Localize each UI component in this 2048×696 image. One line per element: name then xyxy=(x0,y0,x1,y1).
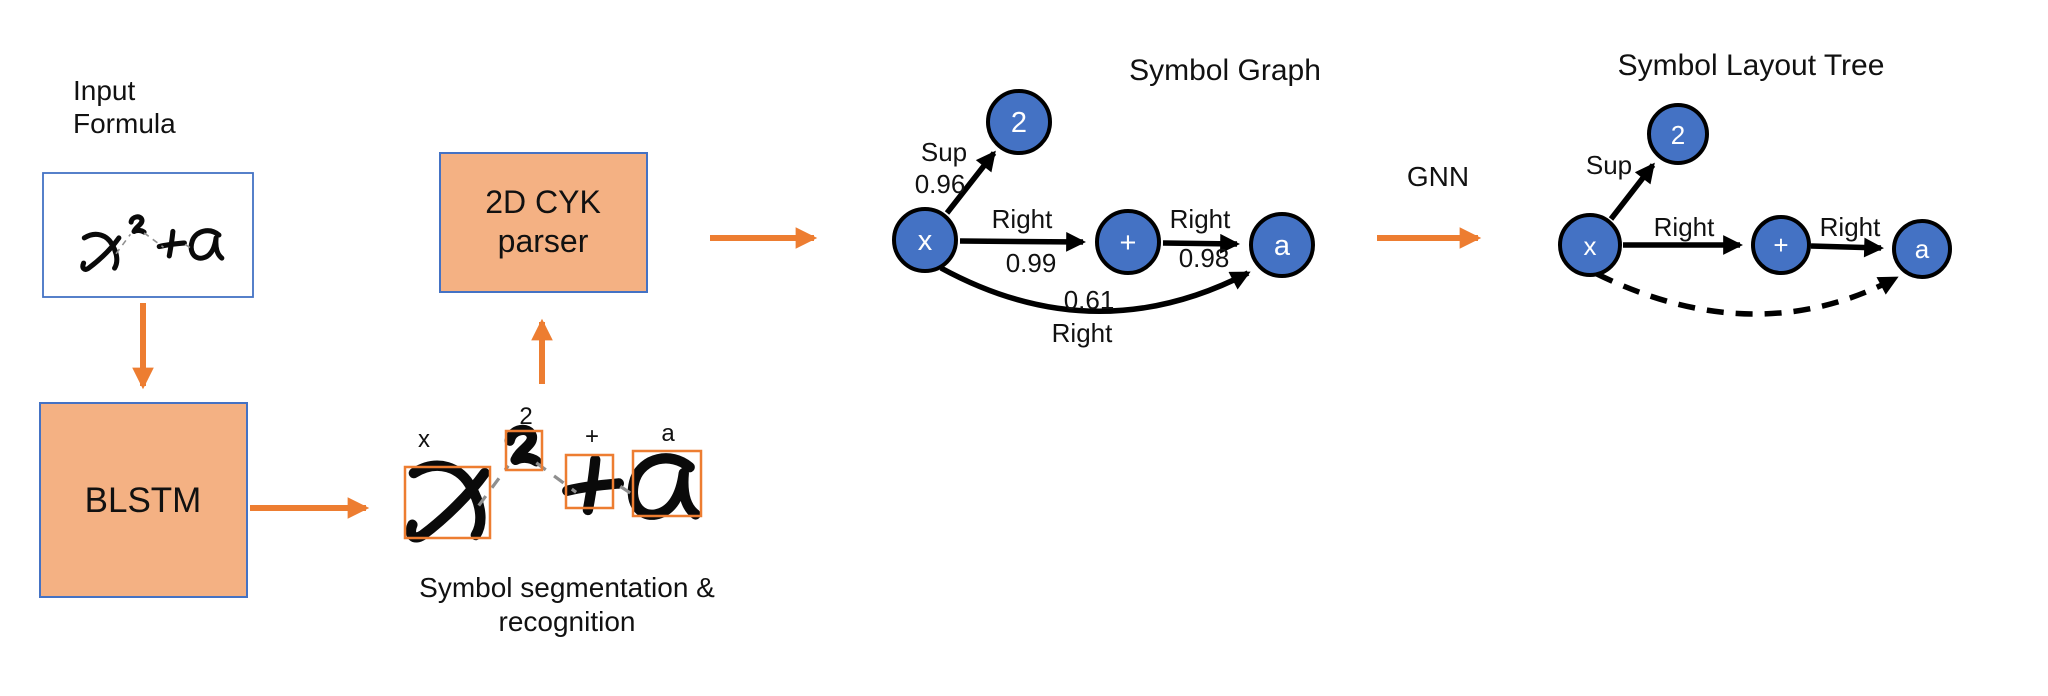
graph-label-right-1: Right xyxy=(992,204,1053,234)
symbol-graph: Symbol Graph Sup 0.96 Right 0.99 Right 0… xyxy=(892,54,1321,348)
graph-edge-x-to-2 xyxy=(944,150,997,215)
tree-node-plus xyxy=(1751,215,1811,275)
graph-node-a-label: a xyxy=(1274,230,1291,262)
tree-label-right-2: Right xyxy=(1820,212,1881,242)
segmentation-figure: x 2 + a xyxy=(403,403,703,540)
segmentation-caption-line2: recognition xyxy=(499,606,636,637)
tree-label-sup: Sup xyxy=(1586,150,1632,180)
graph-node-plus xyxy=(1095,209,1161,275)
tree-edge-x-to-2 xyxy=(1608,162,1656,221)
cyk-parser-label-line2: parser xyxy=(498,223,589,259)
tree-node-2 xyxy=(1647,103,1709,165)
tree-node-x xyxy=(1558,213,1622,277)
graph-node-x xyxy=(892,207,958,273)
tree-edge-x-to-a-dashed xyxy=(1595,271,1899,317)
gnn-label: GNN xyxy=(1407,161,1469,192)
cyk-parser-label-line1: 2D CYK xyxy=(485,184,601,220)
graph-node-plus-label: + xyxy=(1120,227,1137,259)
cyk-parser-box xyxy=(439,152,648,293)
blstm-box xyxy=(39,402,248,598)
graph-score-right-2: 0.98 xyxy=(1179,243,1230,273)
tree-label-right-1: Right xyxy=(1654,212,1715,242)
symbol-layout-tree-title: Symbol Layout Tree xyxy=(1618,49,1885,82)
tree-node-a xyxy=(1892,219,1952,279)
graph-score-right-1: 0.99 xyxy=(1006,248,1057,278)
graph-label-right-3: Right xyxy=(1052,318,1113,348)
tree-node-plus-label: + xyxy=(1773,230,1788,260)
tree-node-2-label: 2 xyxy=(1671,120,1685,150)
graph-edge-x-to-plus xyxy=(959,231,1086,252)
graph-edge-plus-to-a xyxy=(1162,233,1240,254)
segment-box-x xyxy=(403,465,492,540)
segment-box-2 xyxy=(504,429,544,472)
graph-node-2-label: 2 xyxy=(1011,107,1027,139)
input-title-line2: Formula xyxy=(73,108,176,139)
graph-edge-x-to-a-curved xyxy=(939,265,1251,315)
segment-label-plus: + xyxy=(585,423,599,450)
segment-label-a: a xyxy=(661,420,675,447)
symbol-layout-tree: Symbol Layout Tree Sup Right Right x 2 +… xyxy=(1558,49,1952,317)
segmented-handwriting-image xyxy=(411,430,696,537)
symbol-graph-title: Symbol Graph xyxy=(1129,54,1321,87)
segment-label-2: 2 xyxy=(519,403,532,430)
tree-node-x-label: x xyxy=(1584,231,1597,261)
segment-box-a xyxy=(631,449,703,518)
segment-box-plus xyxy=(564,453,615,510)
tree-node-a-label: a xyxy=(1915,234,1930,264)
graph-node-a xyxy=(1249,212,1315,278)
segment-label-x: x xyxy=(418,426,430,453)
graph-label-right-2: Right xyxy=(1170,204,1231,234)
graph-score-right-3: 0.61 xyxy=(1064,285,1115,315)
segmentation-caption-line1: Symbol segmentation & xyxy=(419,572,715,603)
graph-node-x-label: x xyxy=(918,225,933,257)
graph-label-sup: Sup xyxy=(921,137,967,167)
graph-score-sup: 0.96 xyxy=(915,169,966,199)
graph-node-2 xyxy=(986,89,1052,155)
input-title-line1: Input xyxy=(73,75,135,106)
tree-edge-plus-to-a xyxy=(1810,237,1884,258)
blstm-label: BLSTM xyxy=(85,481,202,520)
